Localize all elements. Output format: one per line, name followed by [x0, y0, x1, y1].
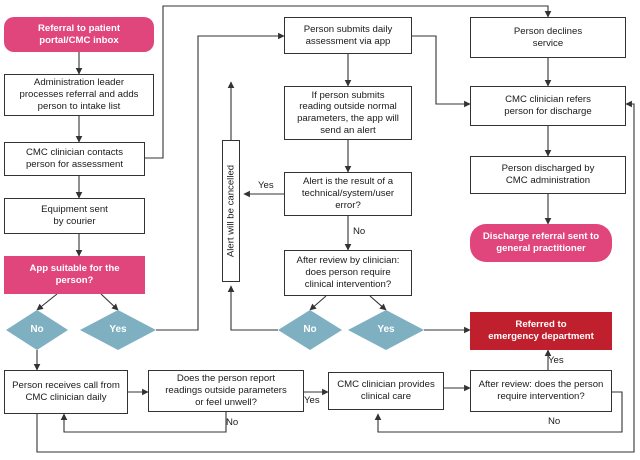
node-alert-send: If person submits reading outside normal…: [284, 86, 412, 140]
diamond-yes-mid: [348, 310, 424, 350]
label-no-alert: No: [353, 226, 366, 237]
label-yes-review: Yes: [548, 355, 564, 366]
node-report-q: Does the person report readings outside …: [148, 370, 304, 412]
label-diamond-no-left: No: [30, 324, 44, 335]
label-diamond-yes-mid: Yes: [377, 324, 395, 335]
edge-interv-no: [309, 295, 327, 311]
node-emergency: Referred to emergency department: [470, 312, 612, 350]
edge-submits-refers: [412, 35, 471, 108]
edge-interv-yes: [369, 295, 387, 311]
node-submits: Person submits daily assessment via app: [284, 17, 412, 54]
node-review-q: After review: does the person require in…: [470, 370, 612, 412]
node-daily-call: Person receives call from CMC clinician …: [4, 370, 128, 414]
node-suitable: App suitable for the person?: [4, 256, 145, 294]
label-no-report: No: [226, 417, 239, 428]
label-diamond-yes-left: Yes: [109, 324, 127, 335]
node-equipment: Equipment sent by courier: [4, 198, 145, 234]
node-referral: Referral to patient portal/CMC inbox: [4, 17, 154, 52]
node-discharged: Person discharged by CMC administration: [470, 156, 626, 194]
node-contact: CMC clinician contacts person for assess…: [4, 142, 145, 176]
node-alert-error: Alert is the result of a technical/syste…: [284, 172, 412, 216]
label-yes-alert: Yes: [258, 180, 274, 191]
diamond-yes-left: [80, 310, 156, 350]
node-discharge-gp: Discharge referral sent to general pract…: [470, 224, 612, 262]
label-yes-report: Yes: [304, 395, 320, 406]
node-alert-cancelled: Alert will be cancelled: [222, 140, 240, 282]
edge-contact-declines: [145, 5, 552, 159]
edge-no-cancel: [227, 285, 278, 331]
node-clinical-care: CMC clinician provides clinical care: [328, 372, 444, 410]
edge-review-no-loop: [374, 391, 623, 433]
edge-report-no-loop: [60, 412, 227, 433]
alert-cancelled-text: Alert will be cancelled: [225, 164, 237, 258]
node-clin-interv: After review by clinician: does person r…: [284, 250, 412, 296]
edge-suitable-yes: [100, 293, 119, 311]
node-refers: CMC clinician refers person for discharg…: [470, 86, 626, 126]
label-diamond-no-mid: No: [303, 324, 317, 335]
edge-suitable-no: [36, 293, 58, 311]
diamond-no-mid: [278, 310, 342, 350]
edge-dailycall-refers: [36, 100, 635, 453]
node-admin: Administration leader processes referral…: [4, 74, 154, 116]
edge-yes-submits: [156, 32, 285, 331]
label-no-review: No: [548, 416, 561, 427]
diamond-no-left: [6, 310, 68, 350]
node-declines: Person declines service: [470, 17, 626, 58]
